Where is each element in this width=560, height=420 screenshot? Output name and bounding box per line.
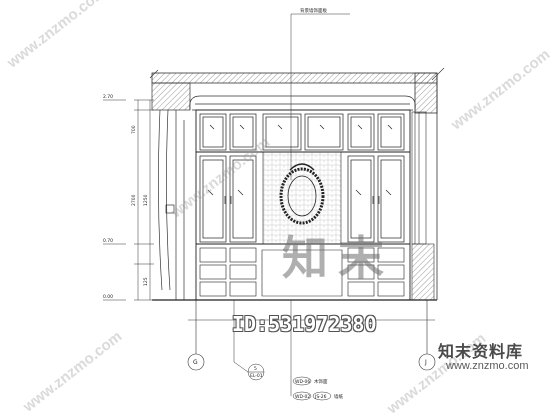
oval-mirror <box>279 163 325 225</box>
dimension-text: 2700 <box>131 194 137 206</box>
material-tag-text: 墙纸 <box>334 393 343 400</box>
level-mark: 0.00 <box>103 294 113 300</box>
level-mark: 2.70 <box>103 94 113 100</box>
callout-leader <box>290 13 350 180</box>
right-display-column <box>411 111 435 301</box>
material-tag-code: WD-02 <box>295 394 310 400</box>
level-mark: 0.70 <box>103 238 113 244</box>
material-tags <box>290 300 332 401</box>
ceiling-slab <box>149 67 445 300</box>
dimension-chain <box>103 99 154 301</box>
dimension-text: 125 <box>143 277 149 286</box>
lower-drawers <box>199 247 405 297</box>
section-tag <box>233 300 265 381</box>
section-tag-bottom: EL-01 <box>250 373 263 379</box>
material-tag-text: 木饰面 <box>314 378 328 385</box>
section-tag-top: 5 <box>254 366 257 372</box>
middle-door-panels <box>199 155 405 243</box>
dimension-text: 700 <box>131 125 137 134</box>
dimension-text: 1250 <box>143 194 149 206</box>
upper-door-panels <box>199 113 405 151</box>
callout-label: 背景墙饰面板 <box>300 7 327 14</box>
grid-label-j: J <box>424 359 427 366</box>
material-tag-code: WD-06 <box>295 379 310 385</box>
grid-markers <box>187 300 436 371</box>
material-tag-sub: JS-26 <box>314 394 327 400</box>
grid-label-g: G <box>193 359 198 366</box>
left-wall <box>151 82 191 300</box>
feature-wall <box>262 151 342 245</box>
ceiling-cornice <box>189 95 416 111</box>
